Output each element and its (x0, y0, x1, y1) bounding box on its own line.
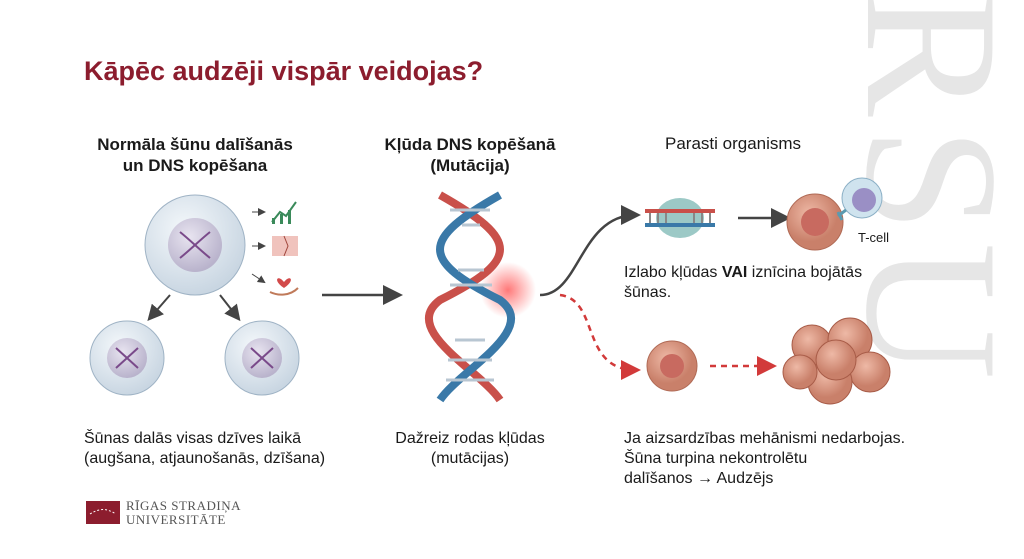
damaged-cell-icon (786, 193, 844, 251)
logo-line2: UNIVERSITĀTE (126, 512, 226, 527)
col3-caption-line3: dalīšanos → Audzējs (624, 470, 774, 487)
dna-repair-enzyme-icon (645, 198, 715, 238)
dna-helix-icon (425, 191, 536, 403)
col2-caption: Dažreiz rodas kļūdas (395, 430, 545, 447)
heart-hand-icon (251, 273, 299, 296)
daughter-cell-icon (224, 320, 300, 396)
col1-caption: Šūnas dalās visas dzīves laikā (84, 430, 301, 447)
slide-title: Kāpēc audzēji vispār veidojas? (84, 56, 484, 86)
col2-caption-line2: (mutācijas) (430, 450, 510, 467)
mutated-cell-icon (646, 340, 698, 392)
repair-text: Izlabo kļūdas VAI iznīcina bojātās šūnas… (624, 264, 863, 301)
col2-heading-line2: (Mutācija) (430, 156, 510, 175)
col3-heading: Parasti organisms (665, 134, 802, 153)
parent-cell-icon (144, 194, 246, 296)
col1-caption-line2: (augšana, atjaunošanās, dzīšana) (84, 450, 326, 467)
col1-heading-line2: un DNS kopēšana (122, 156, 268, 175)
col1-heading: Normāla šūnu dalīšanās (97, 135, 293, 154)
col3-caption: Ja aizsardzības mehānismi nedarbojas. (624, 430, 906, 447)
col3-caption-line2: Šūna turpina nekontrolētu (624, 450, 808, 467)
logo-line1: RĪGAS STRADIŅA (126, 498, 241, 513)
col2-heading: Kļūda DNS kopēšanā (384, 135, 556, 154)
t-cell-label: T-cell (858, 230, 890, 245)
tissue-repair-icon (252, 235, 298, 257)
rsu-logo-icon (86, 501, 120, 524)
growth-chart-icon (252, 201, 297, 224)
daughter-cell-icon (89, 320, 165, 396)
tumor-cluster-icon (782, 317, 891, 405)
university-logo: RĪGAS STRADIŅA UNIVERSITĀTE (126, 499, 241, 527)
t-cell-icon (836, 177, 883, 221)
